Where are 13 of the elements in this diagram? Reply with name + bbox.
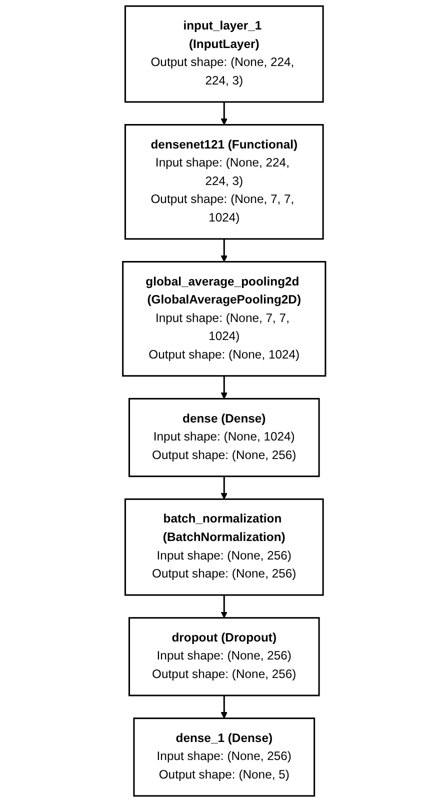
arrow <box>220 376 228 400</box>
arrow <box>220 476 228 500</box>
arrow <box>220 102 228 126</box>
node-box: dense (Dense) Input shape: (None, 1024) Output shape: (None, 256) <box>128 398 320 478</box>
node-box: dropout (Dropout) Input shape: (None, 256) Output shape: (None, 256) <box>128 617 320 696</box>
arrow <box>220 695 228 719</box>
node-box: batch_normalization (BatchNormalization) Input shape: (None, 256) Output shape: (None, 256) <box>124 498 324 596</box>
node-box: dense_1 (Dense) Input shape: (None, 256) Output shape: (None, 5) <box>133 718 315 797</box>
node-box: densenet121 (Functional) Input shape: (None, 224, 224, 3) Output shape: (None, 7, 7, 1024) <box>124 124 324 240</box>
node-box: input_layer_1 (InputLayer) Output shape: (None, 224, 224, 3) <box>124 5 324 103</box>
node-box: global_average_pooling2d (GlobalAveragePooling2D) Input shape: (None, 7, 7, 1024) Output shape: (None, 1024) <box>122 261 326 377</box>
arrow <box>220 595 228 618</box>
arrow <box>220 238 228 262</box>
